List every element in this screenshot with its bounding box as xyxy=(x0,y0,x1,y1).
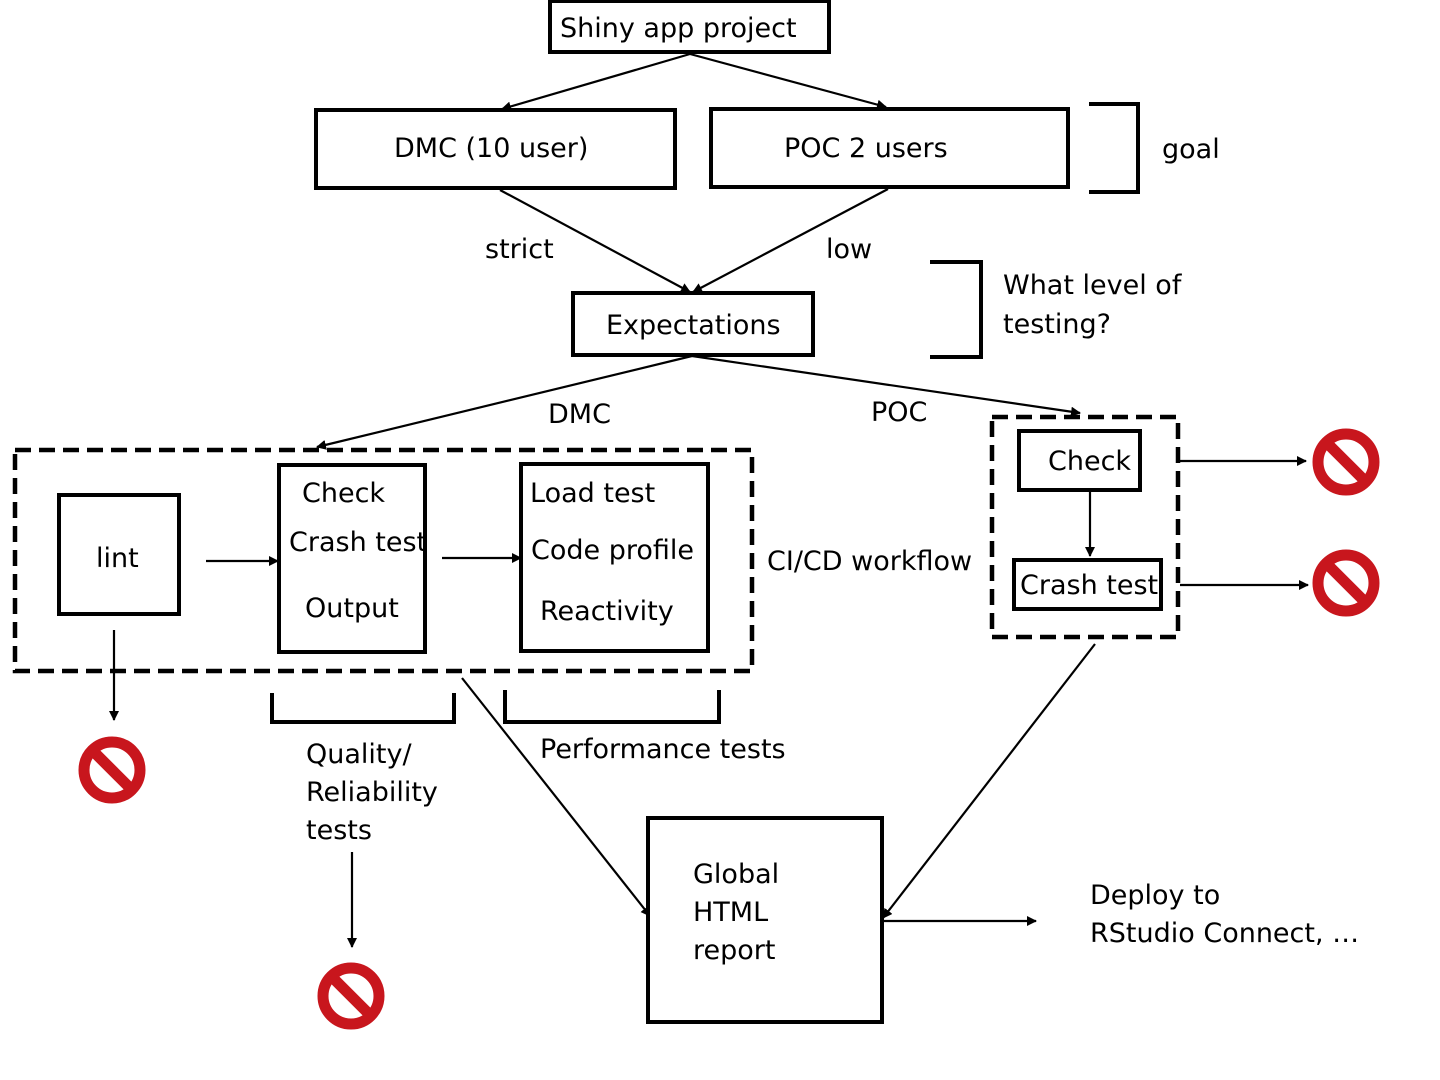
edge-shiny-to-dmc xyxy=(501,52,691,112)
code-profile-label: Code profile xyxy=(531,535,694,566)
quality-output-label: Output xyxy=(305,593,399,624)
edge-dmc-to-expectations xyxy=(499,189,691,293)
testing-level-label-line-2: testing? xyxy=(1003,309,1111,340)
dmc-workflow-container xyxy=(12,447,755,674)
cicd-workflow-label: CI/CD workflow xyxy=(767,546,972,577)
edge-dmc-workflow-to-report xyxy=(461,677,651,917)
reactivity-label: Reactivity xyxy=(540,596,674,627)
lint-label: lint xyxy=(96,543,139,574)
quality-label-line-3: tests xyxy=(306,815,372,846)
edge-expectations-to-dmc-workflow xyxy=(316,354,693,450)
quality-check-label: Check xyxy=(302,478,385,509)
quality-label-line-1: Quality/ xyxy=(306,739,412,770)
deploy-label-line-1: Deploy to xyxy=(1090,880,1220,911)
goal-label: goal xyxy=(1162,134,1220,165)
goal-bracket xyxy=(1089,102,1140,194)
edge-label-poc: POC xyxy=(871,397,927,428)
poc-crash-test-label: Crash test xyxy=(1020,570,1158,601)
report-label-line-2: HTML xyxy=(693,897,768,928)
expectations-box xyxy=(571,291,815,357)
prohibited-icon xyxy=(84,742,140,798)
performance-tests-label: Performance tests xyxy=(540,734,786,765)
poc-check-label: Check xyxy=(1048,446,1131,477)
prohibited-icon xyxy=(1318,434,1374,490)
testing-level-bracket xyxy=(930,260,983,359)
dmc-users-label: DMC (10 user) xyxy=(394,133,588,164)
poc-users-label: POC 2 users xyxy=(784,133,948,164)
quality-crash-test-label: Crash test xyxy=(289,527,427,558)
load-test-label: Load test xyxy=(530,478,655,509)
edge-label-low: low xyxy=(826,234,872,265)
poc-crash-test-box xyxy=(1012,558,1163,611)
poc-users-box xyxy=(709,107,1070,189)
edge-poc-to-expectations xyxy=(692,188,889,293)
deploy-label-line-2: RStudio Connect, … xyxy=(1090,918,1359,949)
performance-bracket xyxy=(503,690,721,724)
edge-label-strict: strict xyxy=(485,234,554,265)
expectations-label: Expectations xyxy=(606,310,781,341)
report-label-line-1: Global xyxy=(693,859,779,890)
testing-level-label-line-1: What level of xyxy=(1003,270,1183,301)
quality-label-line-2: Reliability xyxy=(306,777,438,808)
report-box xyxy=(646,816,884,1024)
edge-shiny-to-poc xyxy=(689,52,887,110)
poc-workflow-container xyxy=(989,414,1181,640)
edge-expectations-to-poc-workflow xyxy=(691,354,1081,417)
report-label-line-3: report xyxy=(693,935,775,966)
lint-box xyxy=(57,493,181,616)
quality-tests-box xyxy=(277,463,427,654)
dmc-users-box xyxy=(314,108,677,190)
prohibited-icon xyxy=(323,968,379,1024)
performance-tests-box xyxy=(519,462,710,653)
quality-bracket xyxy=(270,693,456,724)
shiny-project-label: Shiny app project xyxy=(560,13,797,44)
edge-label-dmc: DMC xyxy=(548,399,611,430)
poc-check-box xyxy=(1017,429,1142,492)
shiny-project-box xyxy=(548,0,831,54)
connectors xyxy=(109,52,1309,948)
prohibited-icon xyxy=(1318,555,1374,611)
edge-poc-workflow-to-report xyxy=(882,643,1096,919)
